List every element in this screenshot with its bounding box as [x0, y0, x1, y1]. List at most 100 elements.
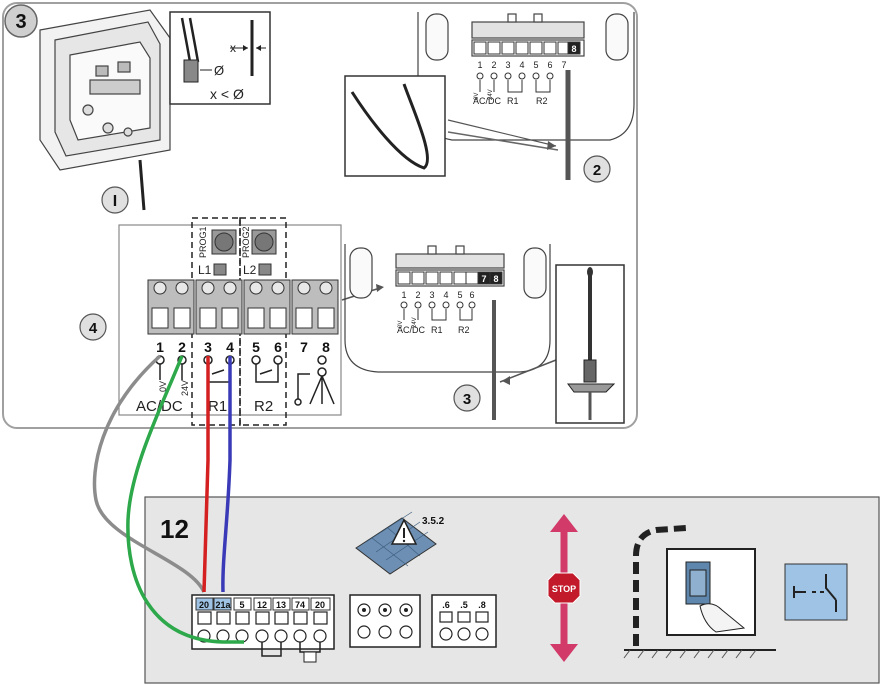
wire-0v-gray: [92, 354, 206, 593]
step-i-badge: [101, 186, 129, 214]
warning-ref: 3.5.2: [422, 516, 445, 527]
r2-label: R2: [254, 398, 273, 415]
mini-badge-8-mid: 8: [493, 274, 498, 284]
arrowhead: [376, 284, 384, 292]
mini-r2-mid: R2: [458, 325, 470, 335]
svg-text:4: 4: [443, 290, 448, 300]
prog2-label: PROG2: [241, 226, 251, 258]
svg-text:5: 5: [457, 290, 462, 300]
main-terminal-blocks: [147, 279, 339, 335]
svg-text:5: 5: [252, 339, 260, 355]
svg-text:1: 1: [477, 60, 482, 70]
step-2-badge: [583, 155, 611, 183]
svg-text:20: 20: [315, 600, 325, 610]
svg-text:20: 20: [199, 600, 209, 610]
mini-acdc-top: AC/DC: [473, 96, 502, 106]
warning-icon: [355, 511, 437, 575]
svg-text:4: 4: [226, 339, 234, 355]
main-terminal-pins: [155, 355, 335, 406]
switch-symbol-icon: [784, 563, 848, 621]
step-3-badge: [453, 384, 481, 412]
v0-label: 0V: [158, 381, 168, 392]
bottom-panel: [144, 496, 880, 684]
step-2-label: 2: [593, 162, 601, 179]
svg-text:.8: .8: [478, 600, 486, 610]
svg-text:74: 74: [295, 600, 305, 610]
step-4-label: 4: [89, 320, 98, 337]
mini-v0-mid: 0V: [398, 321, 404, 328]
l1-label: L1: [198, 263, 212, 277]
svg-text:7: 7: [561, 60, 566, 70]
mini-r1-top: R1: [507, 96, 519, 106]
step-i-label: I: [113, 193, 117, 210]
bottom-small-numbers: .6 .5 .8: [442, 600, 486, 610]
top-mini-numbers: 1 2 3 4 5 6 7: [477, 60, 566, 70]
svg-text:.6: .6: [442, 600, 450, 610]
mini-badge-7-mid: 7: [481, 274, 486, 284]
step-3-label: 3: [463, 391, 471, 408]
prog1-label: PROG1: [198, 226, 208, 258]
enclosure-illustration: [39, 9, 171, 211]
svg-text:2: 2: [415, 290, 420, 300]
stop-icon: [547, 514, 581, 662]
step-badge-label: 3: [15, 11, 26, 33]
inset-x-label: x: [230, 41, 236, 55]
svg-text:3: 3: [505, 60, 510, 70]
inset-rule: x < Ø: [210, 86, 244, 102]
l1-led: [213, 263, 227, 276]
svg-text:5: 5: [533, 60, 538, 70]
svg-text:2: 2: [491, 60, 496, 70]
gate-barrier-icon: [623, 525, 776, 659]
v24-label: 24V: [180, 380, 190, 396]
bottom-terminal-numbers: 20 21a 5 12 13 74 20: [199, 600, 325, 610]
mini-acdc-mid: AC/DC: [397, 325, 426, 335]
hand-button-icon: [666, 548, 756, 636]
mini-v0-top: 0V: [474, 93, 480, 100]
svg-text:6: 6: [469, 290, 474, 300]
stop-text: STOP: [552, 584, 576, 594]
svg-text:6: 6: [547, 60, 552, 70]
wire-24v-green: [126, 355, 244, 644]
svg-text:13: 13: [276, 600, 286, 610]
svg-text:1: 1: [401, 290, 406, 300]
svg-text:3: 3: [204, 339, 212, 355]
mini-v24-mid: 24V: [412, 317, 418, 328]
svg-text:3: 3: [429, 290, 434, 300]
svg-text:7: 7: [300, 339, 308, 355]
svg-text:.5: .5: [460, 600, 468, 610]
svg-text:6: 6: [274, 339, 282, 355]
svg-text:5: 5: [239, 600, 244, 610]
prog1-cap: [214, 232, 234, 252]
svg-text:2: 2: [178, 339, 186, 355]
bottom-terminal-strip: [191, 594, 335, 663]
mid-mini-terminal-cells: [397, 271, 503, 285]
step-badge: [4, 4, 38, 38]
main-terminal-numbers: 1 2 3 4 5 6 7 8: [156, 339, 330, 355]
step-4-badge: [79, 313, 107, 341]
l2-led: [258, 263, 272, 276]
mini-r1-mid: R1: [431, 325, 443, 335]
mid-mini-numbers: 1 2 3 4 5 6: [401, 290, 474, 300]
bottom-panel-number: 12: [160, 514, 189, 544]
mini-v24-top: 24V: [488, 89, 494, 100]
mid-mini-pins: [400, 301, 476, 321]
svg-text:21a: 21a: [215, 600, 231, 610]
svg-text:12: 12: [257, 600, 267, 610]
mini-r2-top: R2: [536, 96, 548, 106]
svg-text:8: 8: [322, 339, 330, 355]
inset-d-label: Ø: [214, 63, 224, 78]
bottom-round-block: [349, 594, 421, 648]
bottom-small-terminal: [431, 594, 497, 648]
mini-badge-8-top: 8: [571, 44, 576, 54]
svg-text:4: 4: [519, 60, 524, 70]
cable-inset: [169, 11, 271, 105]
wire-r1-blue: [221, 356, 232, 593]
cable-coil-inset: [344, 75, 557, 177]
arrowhead-2: [502, 376, 510, 385]
prog2-cap: [254, 232, 274, 252]
top-mini-terminal-cells: [473, 41, 581, 55]
l2-label: L2: [243, 263, 257, 277]
wire-r1-red: [202, 356, 210, 593]
r1-label: R1: [208, 398, 227, 415]
